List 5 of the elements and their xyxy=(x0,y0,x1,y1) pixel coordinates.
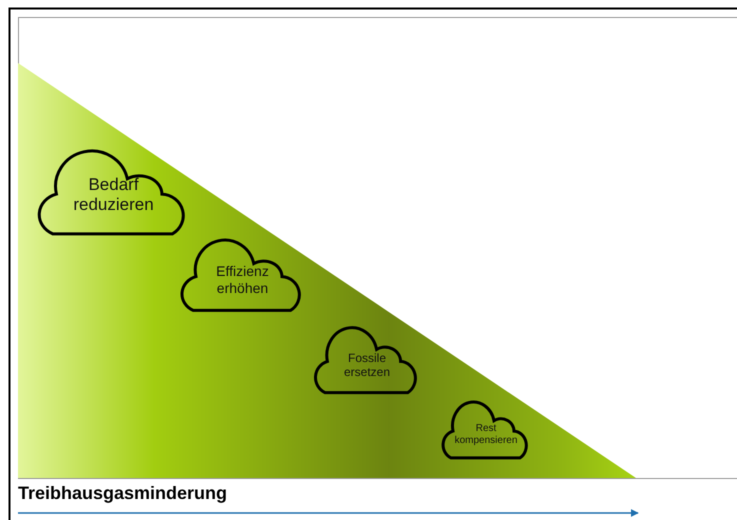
cloud-label: Rest kompensieren xyxy=(454,423,518,447)
axis-title: Treibhausgasminderung xyxy=(18,483,228,504)
cloud-label: Effizienz erhöhen xyxy=(215,263,270,297)
cloud-label: Bedarf reduzieren xyxy=(72,175,155,216)
cloud-label: Fossile ersetzen xyxy=(342,351,392,380)
